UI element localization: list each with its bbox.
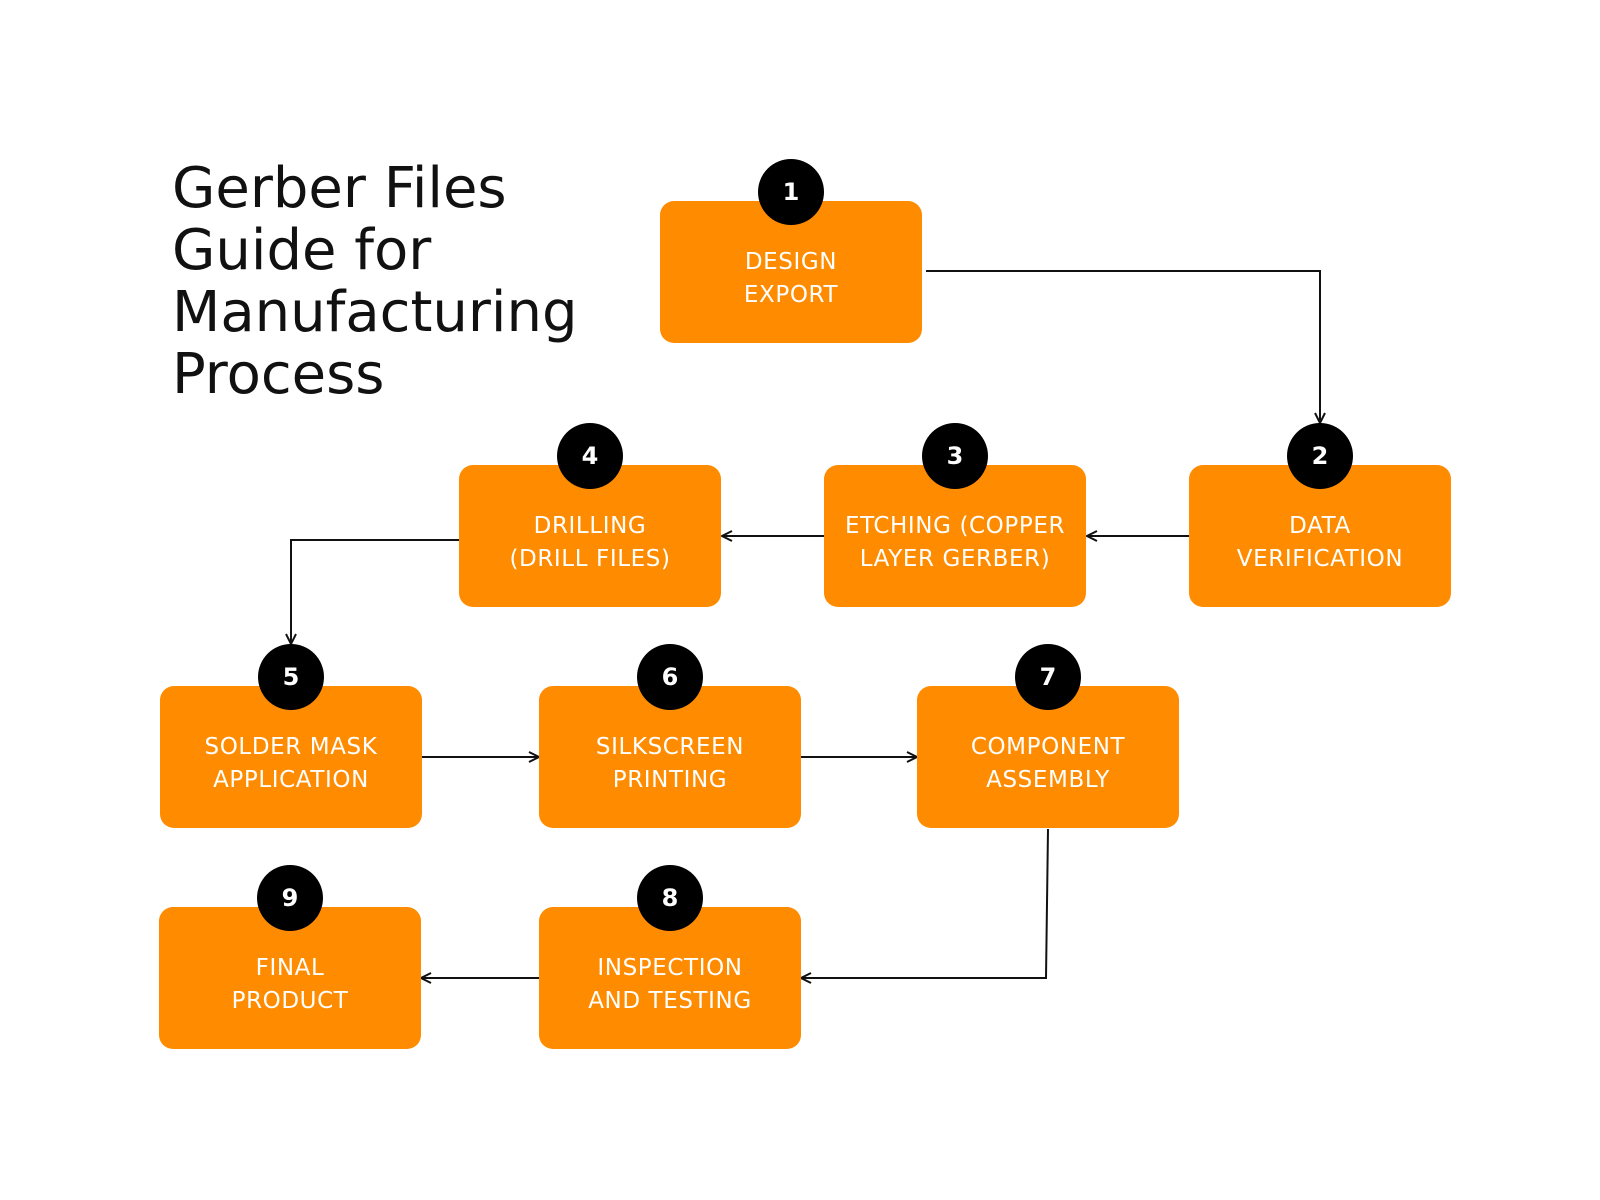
step-label-line: DRILLING [533, 513, 647, 539]
step-number-badge: 6 [637, 644, 703, 710]
step-label-line: AND TESTING [588, 988, 752, 1014]
step-label: INSPECTION AND TESTING [588, 952, 752, 1018]
step-label-line: INSPECTION [597, 955, 743, 981]
step-5-solder-mask: SOLDER MASK APPLICATION 5 [160, 644, 422, 828]
step-label-line: (DRILL FILES) [509, 546, 671, 572]
step-8-inspection: INSPECTION AND TESTING 8 [539, 865, 801, 1049]
step-label: DATA VERIFICATION [1237, 510, 1403, 576]
step-7-component-assembly: COMPONENT ASSEMBLY 7 [917, 644, 1179, 828]
title-line-2: Guide for [172, 218, 432, 283]
step-label-line: DESIGN [744, 249, 838, 275]
step-label: SOLDER MASK APPLICATION [205, 731, 378, 797]
arrow-step-4-to-5 [291, 539, 459, 644]
step-label-line: EXPORT [743, 282, 839, 308]
step-label-line: APPLICATION [213, 767, 369, 793]
step-1-design-export: DESIGN EXPORT 1 [660, 159, 922, 343]
step-label: DRILLING (DRILL FILES) [509, 510, 670, 576]
step-label-line: FINAL [255, 955, 325, 981]
step-label-line: SOLDER MASK [204, 734, 378, 760]
diagram-title: Gerber Files Guide for Manufacturing Pro… [172, 158, 612, 406]
step-label-line: COMPONENT [970, 734, 1126, 760]
step-label-line: ETCHING (COPPER [844, 513, 1066, 539]
step-number-badge: 3 [922, 423, 988, 489]
step-label-line: DATA [1289, 513, 1351, 539]
step-label: COMPONENT ASSEMBLY [971, 731, 1125, 797]
step-number-badge: 8 [637, 865, 703, 931]
step-number-badge: 1 [758, 159, 824, 225]
title-line-3: Manufacturing [172, 280, 578, 345]
arrow-step-1-to-2 [926, 270, 1320, 423]
step-number-badge: 2 [1287, 423, 1353, 489]
step-number-badge: 9 [257, 865, 323, 931]
step-number-badge: 4 [557, 423, 623, 489]
step-label-line: ASSEMBLY [986, 767, 1110, 793]
arrow-step-7-to-8 [801, 828, 1049, 978]
title-line-4: Process [172, 342, 385, 407]
step-4-drilling: DRILLING (DRILL FILES) 4 [459, 423, 721, 607]
step-label: ETCHING (COPPER LAYER GERBER) [845, 510, 1065, 576]
title-line-1: Gerber Files [172, 156, 507, 221]
step-6-silkscreen: SILKSCREEN PRINTING 6 [539, 644, 801, 828]
step-9-final-product: FINAL PRODUCT 9 [159, 865, 421, 1049]
step-label: SILKSCREEN PRINTING [596, 731, 744, 797]
step-number-badge: 7 [1015, 644, 1081, 710]
step-label: DESIGN EXPORT [744, 246, 838, 312]
step-label: FINAL PRODUCT [232, 952, 349, 1018]
step-label-line: PRINTING [612, 767, 728, 793]
step-label-line: PRODUCT [231, 988, 349, 1014]
step-number-badge: 5 [258, 644, 324, 710]
step-label-line: SILKSCREEN [595, 734, 745, 760]
step-3-etching: ETCHING (COPPER LAYER GERBER) 3 [824, 423, 1086, 607]
step-label-line: VERIFICATION [1236, 546, 1404, 572]
step-2-data-verification: DATA VERIFICATION 2 [1189, 423, 1451, 607]
step-label-line: LAYER GERBER) [859, 546, 1051, 572]
